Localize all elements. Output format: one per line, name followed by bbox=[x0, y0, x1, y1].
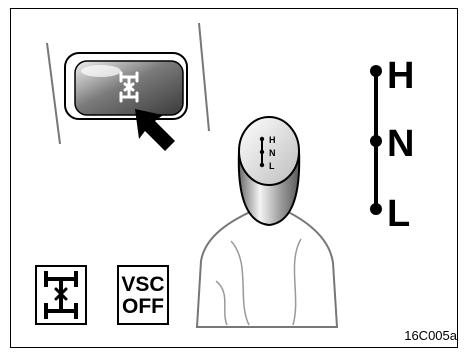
gear-label-high: H bbox=[387, 57, 414, 95]
gear-label-low: L bbox=[387, 195, 410, 233]
knob-label-n: N bbox=[269, 148, 276, 158]
gear-position-indicator bbox=[370, 65, 382, 215]
knob-label-l: L bbox=[269, 161, 275, 171]
vsc-off-line1: VSC bbox=[119, 274, 167, 296]
transfer-switch-button bbox=[65, 53, 187, 119]
knob-label-h: H bbox=[269, 135, 276, 145]
gear-label-neutral: N bbox=[387, 125, 414, 163]
four-wheel-drive-indicator-icon bbox=[37, 267, 85, 323]
figure-frame: H N L H N L bbox=[10, 8, 458, 348]
shift-knob: H N L bbox=[239, 117, 299, 225]
vsc-off-line2: OFF bbox=[119, 296, 167, 318]
vsc-off-indicator: VSC OFF bbox=[117, 265, 169, 325]
four-wheel-drive-indicator bbox=[35, 265, 87, 325]
figure-code: 16C005a bbox=[404, 328, 457, 343]
